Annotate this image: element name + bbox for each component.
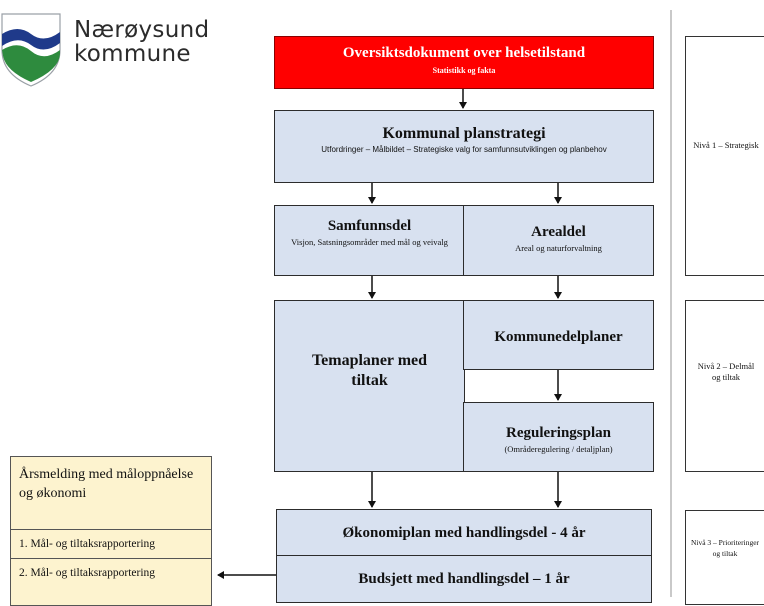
land-use-part-subtitle: Areal og naturforvaltning (515, 243, 602, 253)
community-part-subtitle: Visjon, Satsningsområder med mål og veiv… (291, 237, 448, 247)
land-use-part-title: Arealdel (531, 224, 586, 240)
level-3-label: Nivå 3 – Prioriteringer og tiltak (690, 538, 760, 558)
economy-plan-title: Økonomiplan med handlingsdel - 4 år (342, 525, 586, 541)
annual-report-box: Årsmelding med måloppnåelse og økonomi 1… (10, 456, 212, 606)
level-2-box: Nivå 2 – Delmål og tiltak (685, 300, 764, 472)
annual-report-title: Årsmelding med måloppnåelse og økonomi (19, 467, 194, 501)
coat-of-arms-icon (1, 13, 61, 87)
health-overview-title: Oversiktsdokument over helsetilstand (342, 45, 586, 61)
community-part-title: Samfunnsdel (327, 218, 412, 234)
logo-name-line2: kommune (74, 41, 191, 67)
level-1-box: Nivå 1 – Strategisk (685, 36, 764, 276)
municipal-subplans-title: Kommunedelplaner (494, 329, 623, 345)
logo-name-line1: Nærøysund (74, 17, 210, 43)
level-3-box: Nivå 3 – Prioriteringer og tiltak (685, 510, 764, 605)
municipality-logo: Nærøysund kommune (0, 8, 230, 88)
health-overview-box: Oversiktsdokument over helsetilstand Sta… (274, 36, 654, 89)
planning-strategy-title: Kommunal planstrategi (382, 125, 546, 142)
theme-plans-title: Temaplaner med tiltak (311, 352, 428, 389)
zoning-plan-title: Reguleringsplan (505, 425, 611, 441)
theme-plans-box: Temaplaner med tiltak (274, 300, 465, 472)
land-use-part-box: Arealdel Areal og naturforvaltning (463, 205, 654, 276)
community-part-box: Samfunnsdel Visjon, Satsningsområder med… (274, 205, 465, 276)
planning-strategy-box: Kommunal planstrategi Utfordringer – Mål… (274, 110, 654, 183)
report-row-1: 1. Mål- og tiltaksrapportering (11, 529, 211, 558)
economy-plan-box: Økonomiplan med handlingsdel - 4 år (276, 509, 652, 557)
divider-line (670, 10, 672, 597)
budget-box: Budsjett med handlingsdel – 1 år (276, 555, 652, 603)
health-overview-subtitle: Statistikk og fakta (432, 66, 496, 75)
level-2-label: Nivå 2 – Delmål og tiltak (697, 361, 755, 382)
report-row-2: 2. Mål- og tiltaksrapportering (11, 558, 211, 587)
planning-strategy-subtitle: Utfordringer – Målbildet – Strategiske v… (321, 145, 607, 154)
zoning-plan-subtitle: (Områderegulering / detaljplan) (504, 444, 613, 454)
level-1-label: Nivå 1 – Strategisk (693, 140, 759, 150)
budget-title: Budsjett med handlingsdel – 1 år (358, 571, 570, 587)
municipal-subplans-box: Kommunedelplaner (463, 300, 654, 370)
zoning-plan-box: Reguleringsplan (Områderegulering / deta… (463, 402, 654, 472)
